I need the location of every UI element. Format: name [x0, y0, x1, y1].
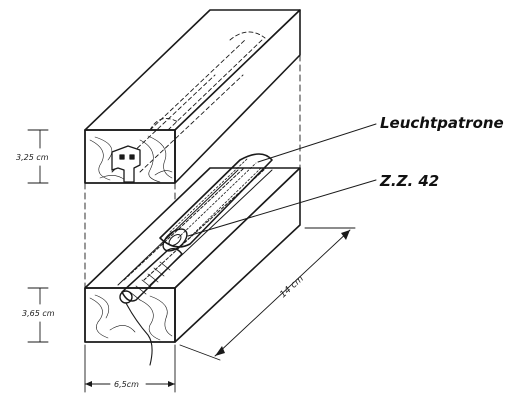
dim-lower-height: 3,65 cm: [22, 287, 55, 343]
upper-block: [84, 9, 301, 184]
cartridge-hatching: [169, 157, 263, 243]
dim-lower-height-label: 3,65 cm: [22, 309, 55, 318]
upper-block-front-face: [84, 129, 176, 184]
cartridge-end-inner: [168, 234, 182, 246]
leader-lines: [187, 123, 377, 237]
fuze-coils: [129, 261, 171, 301]
fuze-zz42: [119, 247, 183, 366]
dim-upper-height-label: 3,25 cm: [16, 153, 49, 162]
lower-block-front-face: [84, 287, 176, 343]
flare-cartridge: [159, 153, 273, 252]
pull-wire: [125, 302, 153, 366]
dim-upper-height: 3,25 cm: [16, 129, 49, 184]
lower-wood-grain: [89, 294, 173, 341]
lower-block: [84, 167, 301, 343]
leader-leuchtpatrone: [257, 123, 377, 163]
upper-wood-grain: [89, 135, 173, 183]
cartridge-end-cap: [162, 228, 188, 252]
leader-zz42: [187, 179, 377, 237]
label-zz42: Z.Z. 42: [379, 172, 439, 190]
label-leuchtpatrone: Leuchtpatrone: [380, 114, 504, 132]
upper-groove-hidden-lines: [111, 31, 266, 173]
fuze-body: [121, 247, 183, 302]
dim-width: 6,5cm: [84, 344, 176, 393]
dim-length-label: 14 cm: [278, 274, 306, 300]
upper-slot: [111, 145, 141, 183]
dim-width-label: 6,5cm: [114, 380, 139, 389]
